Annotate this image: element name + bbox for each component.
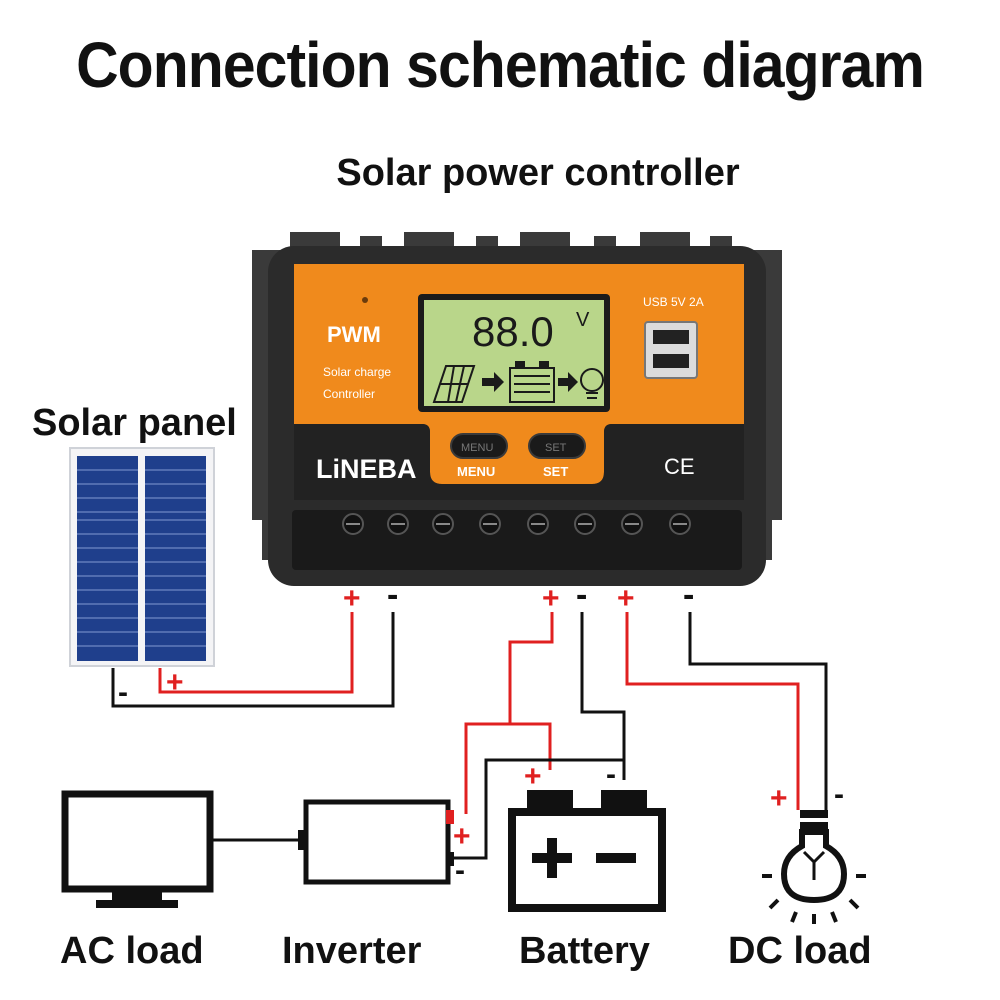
load-negative-wire	[688, 612, 828, 810]
solar-panel-display-icon	[432, 365, 476, 403]
lcd-voltage-readout: 88.0	[472, 308, 554, 355]
set-caption: SET	[543, 464, 568, 479]
inverter-positive-wire	[464, 722, 510, 814]
brand-logo: LiNEBA	[316, 454, 417, 484]
solar-panel-label: Solar panel	[32, 402, 237, 444]
battery-minus-mark: -	[576, 576, 587, 614]
battery-label: Battery	[519, 930, 650, 972]
inverter-minus-mark: -	[455, 854, 465, 887]
panel-plus-mark: +	[343, 582, 361, 615]
load-plus-mark: +	[617, 582, 635, 615]
set-button-label: SET	[545, 442, 567, 454]
lcd-unit: V	[576, 309, 590, 331]
menu-caption: MENU	[457, 464, 495, 479]
battery-terminal-plus: +	[524, 760, 542, 793]
controller-caption: Solar power controller	[336, 152, 740, 194]
panel-minus-mark: -	[387, 576, 398, 614]
menu-button-label: MENU	[461, 442, 493, 454]
bulb-display-icon	[580, 368, 604, 399]
desc-line-1: Solar charge	[323, 365, 391, 379]
dc-load-plus-mark: +	[770, 782, 788, 815]
wiring	[111, 612, 828, 860]
desc-line-2: Controller	[323, 387, 375, 401]
load-positive-wire	[625, 612, 800, 810]
battery-icon	[508, 790, 666, 912]
pwm-label: PWM	[327, 322, 381, 347]
dc-load-label: DC load	[728, 930, 872, 972]
inverter-plus-mark: +	[453, 820, 471, 853]
light-bulb-icon	[762, 810, 866, 924]
battery-terminal-minus: -	[606, 758, 616, 791]
ac-load-label: AC load	[60, 930, 204, 972]
panel-positive-wire	[158, 612, 354, 694]
lcd-screen	[424, 300, 604, 406]
panel-negative-wire	[111, 612, 395, 708]
monitor-icon	[61, 790, 214, 908]
inverter-label: Inverter	[282, 930, 422, 972]
battery-display-icon	[509, 361, 555, 403]
load-minus-mark: -	[683, 576, 694, 614]
panel-out-plus-mark: +	[166, 666, 184, 699]
arrow-icon	[482, 372, 504, 392]
battery-positive-wire	[508, 612, 554, 770]
usb-label: USB 5V 2A	[643, 295, 704, 309]
terminal-block	[342, 513, 691, 535]
inverter-icon	[298, 799, 454, 885]
inverter-negative-wire	[454, 758, 624, 860]
panel-out-minus-mark: -	[118, 676, 128, 709]
dc-load-minus-mark: -	[834, 778, 844, 811]
menu-button[interactable]	[450, 433, 508, 459]
battery-negative-wire	[580, 612, 626, 780]
arrow-icon-2	[558, 372, 578, 392]
battery-plus-mark: +	[542, 582, 560, 615]
page-title: Connection schematic diagram	[76, 29, 925, 101]
set-button[interactable]	[528, 433, 586, 459]
ce-mark: CE	[664, 454, 695, 479]
solar-charge-controller	[252, 232, 782, 586]
solar-panel-icon	[69, 447, 215, 667]
